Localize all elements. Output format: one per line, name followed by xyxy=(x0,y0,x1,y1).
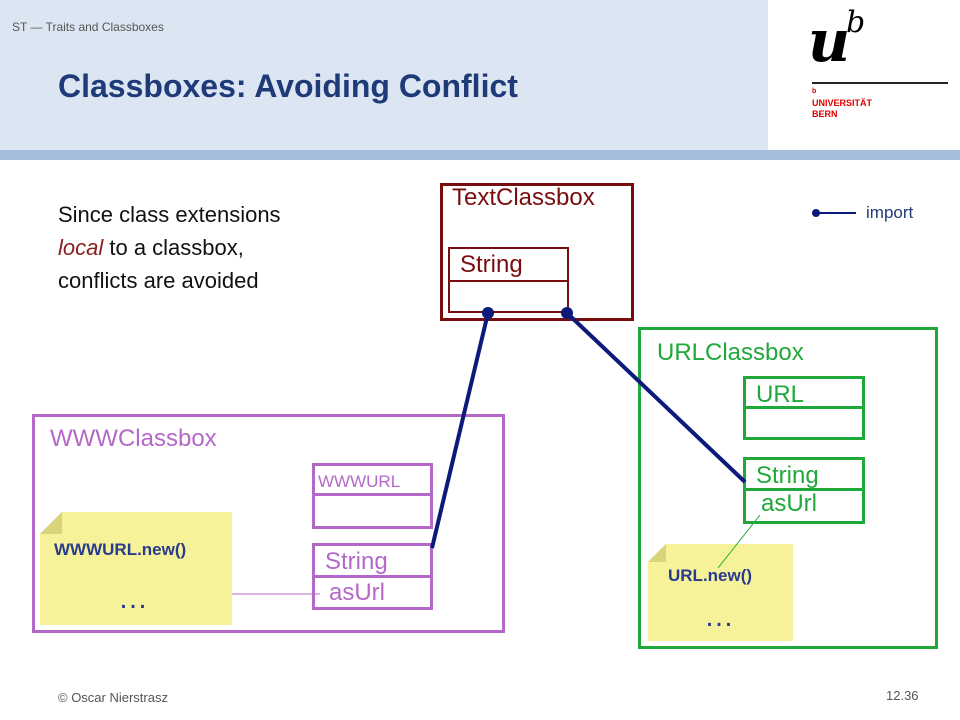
url-classbox xyxy=(638,327,938,649)
logo-name: UNIVERSITÄT BERN xyxy=(812,98,872,120)
www-note-text: WWWURL.new() xyxy=(54,540,187,559)
logo-line1: UNIVERSITÄT xyxy=(812,98,873,108)
www-code-note xyxy=(40,512,232,625)
import-dot-www xyxy=(482,307,494,319)
www-classbox-title: WWWClassbox xyxy=(50,425,217,452)
url-note-fold xyxy=(648,544,666,562)
slide-title: Classboxes: Avoiding Conflict xyxy=(58,68,518,104)
intro-line2: local to a classbox, xyxy=(58,231,281,264)
legend-import-label: import xyxy=(866,203,914,222)
url-string-class-body xyxy=(743,488,865,524)
www-note-fold xyxy=(40,512,62,534)
header-rule xyxy=(0,150,960,160)
url-string-method-asurl: asUrl xyxy=(761,490,818,517)
footer-page-number: 12.36 xyxy=(886,688,919,703)
url-note-text: URL.new() xyxy=(668,566,753,585)
www-string-class-body xyxy=(312,575,433,610)
logo-small-b: b xyxy=(812,88,817,95)
logo-divider xyxy=(812,82,948,84)
www-note-ellipsis: … xyxy=(118,582,148,615)
url-classbox-title: URLClassbox xyxy=(657,339,804,366)
text-string-class-body xyxy=(448,280,569,313)
url-code-note xyxy=(648,544,793,641)
slide-header xyxy=(0,0,768,150)
note-corner-folds xyxy=(40,512,666,562)
url-class-body xyxy=(743,406,865,440)
www-string-method-asurl: asUrl xyxy=(329,579,386,606)
footer-author: © Oscar Nierstrasz xyxy=(58,690,168,705)
intro-text: Since class extensions local to a classb… xyxy=(58,198,281,297)
logo-u: u xyxy=(808,7,851,75)
wwwurl-class-body xyxy=(312,493,433,529)
logo-b: b xyxy=(846,5,866,40)
www-classbox xyxy=(32,414,505,633)
intro-line2-rest: to a classbox, xyxy=(103,235,244,260)
intro-line3: conflicts are avoided xyxy=(58,268,259,293)
import-dot-url xyxy=(561,307,573,319)
course-label: ST — Traits and Classboxes xyxy=(12,20,164,34)
text-classbox-title: TextClassbox xyxy=(452,184,595,211)
url-note-ellipsis: … xyxy=(704,600,734,633)
intro-emphasis: local xyxy=(58,235,104,260)
text-classbox xyxy=(440,183,634,321)
intro-line1: Since class extensions xyxy=(58,202,281,227)
logo-line2: BERN xyxy=(812,109,838,119)
legend-import-dot xyxy=(812,209,820,217)
url-note-pointer xyxy=(717,514,761,569)
import-line-url-to-text xyxy=(565,311,747,484)
import-line-www-to-text xyxy=(430,312,490,549)
